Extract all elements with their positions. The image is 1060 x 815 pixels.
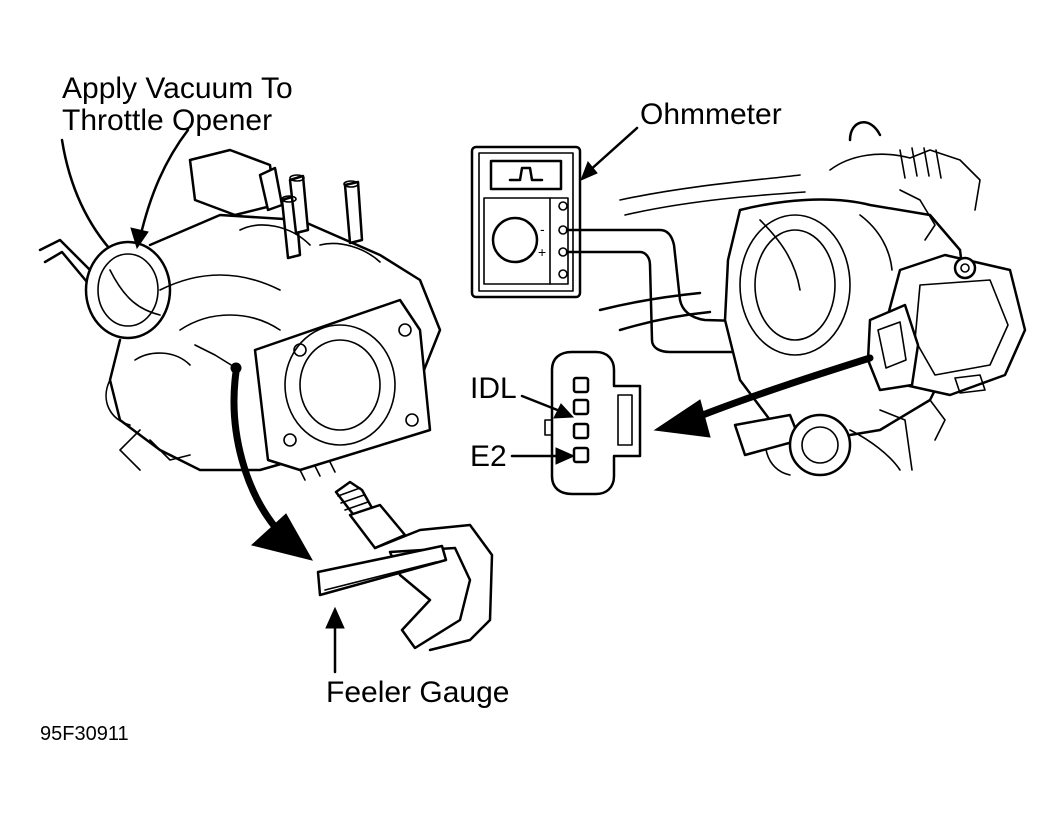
figure-id: 95F30911 [40,723,129,745]
vacuum-arrowhead [130,227,149,250]
e2-pointer-head [555,447,576,465]
feeler-gauge-label: Feeler Gauge [326,676,510,709]
curved-pointer-arrow-left [230,368,286,539]
ohmmeter-pointer [586,126,639,174]
curved-pointer-arrowhead-left [250,513,314,561]
e2-label: E2 [470,440,507,473]
curved-pointer-arrowhead-right [653,399,711,438]
throttle-body-assembly [38,138,442,481]
idl-label: IDL [470,372,517,405]
vacuum-label-line-1: Apply Vacuum To [62,72,293,105]
meter-plus-symbol: + [538,244,546,260]
curved-pointer-arrow-right [691,354,874,422]
tps-assembly [598,121,1027,477]
ohmmeter-label: Ohmmeter [640,98,782,131]
meter-minus-symbol: - [540,221,545,237]
ohmmeter-device: - + [470,145,582,299]
connector-pin-diagram [544,350,642,496]
idl-pointer-head [553,403,575,419]
ohmmeter-pointer-head [580,161,598,181]
feeler-gauge-detail [316,480,494,652]
vacuum-arrow [138,128,190,240]
vacuum-label-line-2: Throttle Opener [62,104,273,137]
feeler-gauge-pointer-head [325,606,345,629]
